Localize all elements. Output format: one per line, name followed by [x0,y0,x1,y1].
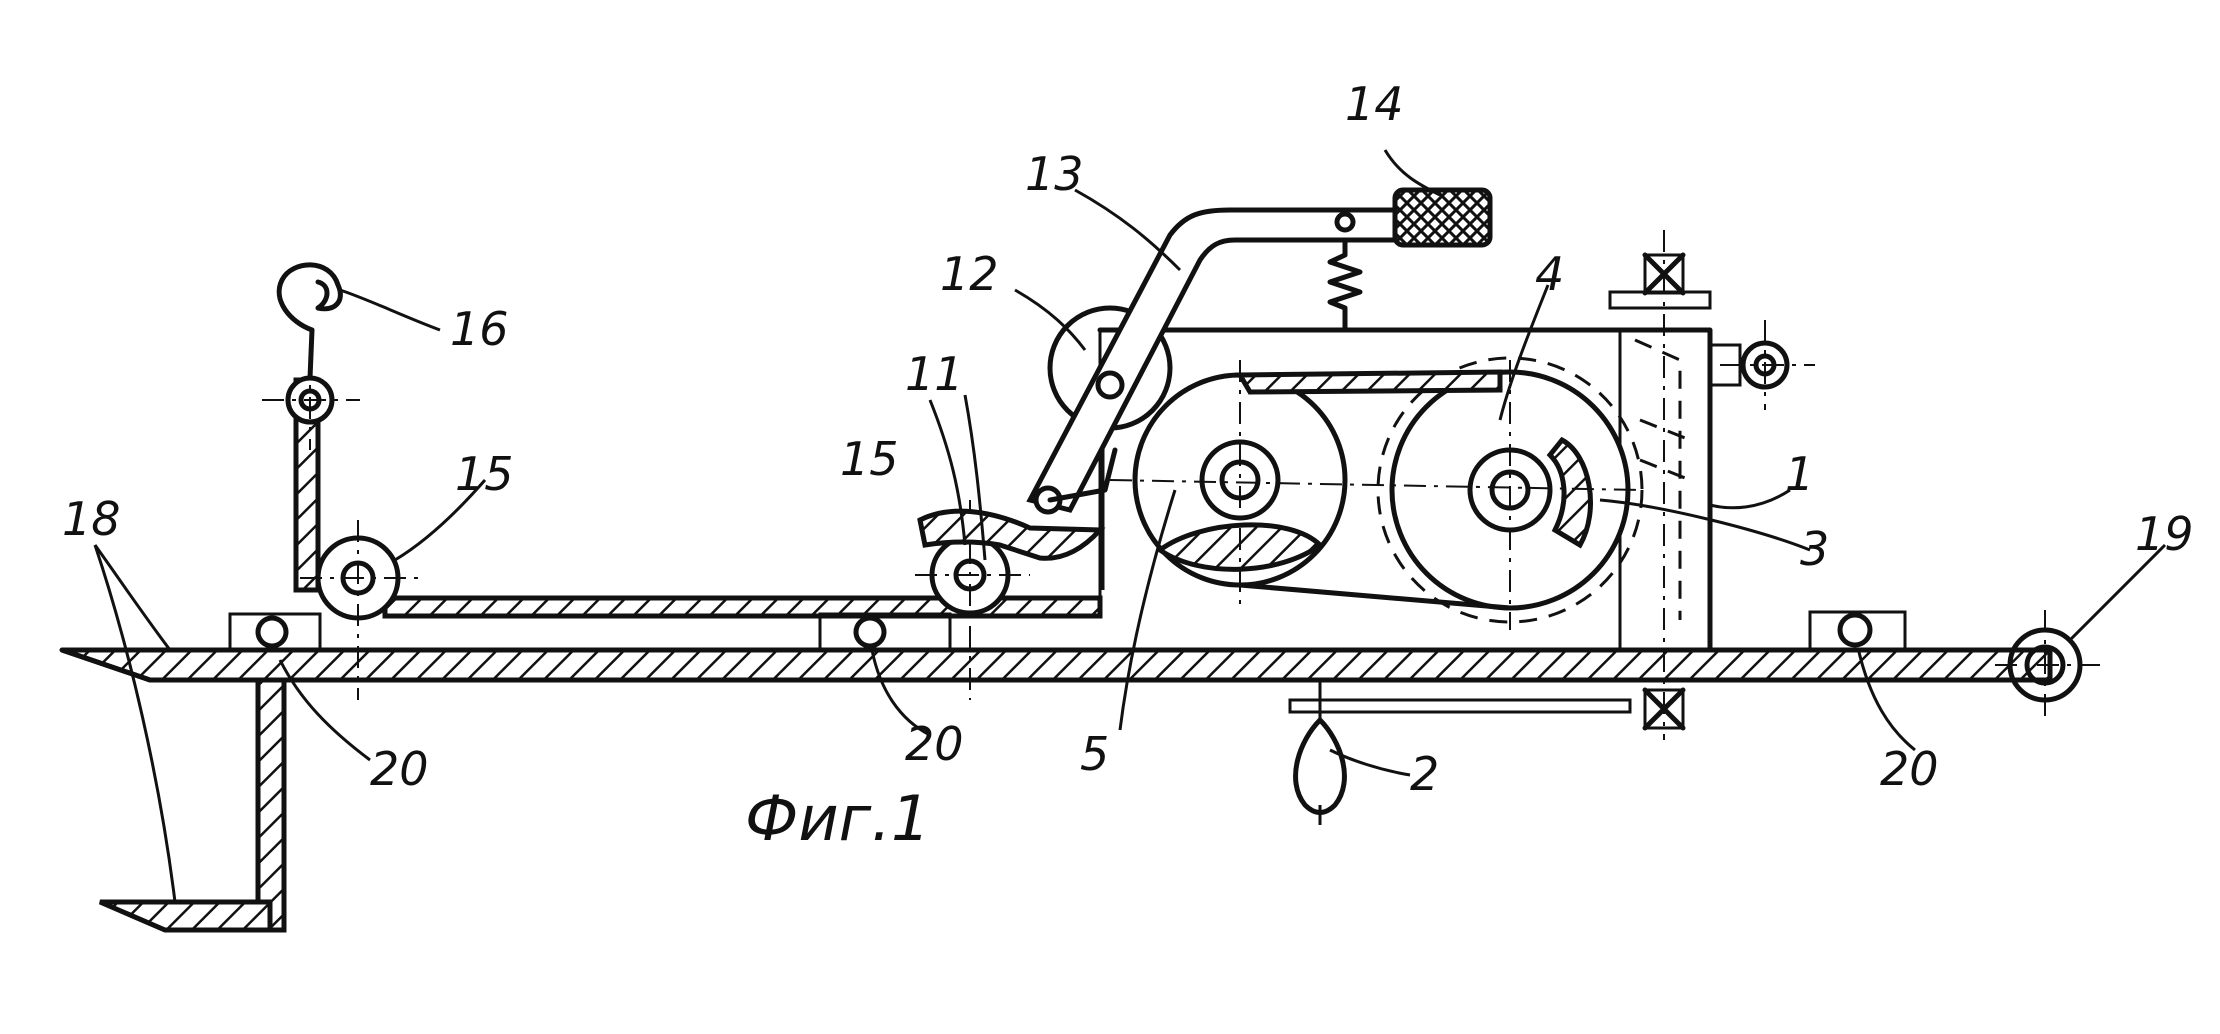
label-11: 11 [905,347,964,401]
hook-post [262,262,360,593]
label-20-right: 20 [1880,742,1939,796]
label-19: 19 [2135,507,2194,561]
label-3: 3 [1800,522,1829,576]
belt [1109,360,1641,630]
reference-labels: 1 2 3 4 5 11 12 13 14 15 15 16 18 19 20 … [62,77,2194,855]
label-12: 12 [940,247,999,301]
label-14: 14 [1345,77,1404,131]
label-16: 16 [450,302,509,356]
label-4: 4 [1535,247,1564,301]
label-20-middle: 20 [905,717,964,771]
handle-2 [1288,680,1632,825]
lever-13 [1026,187,1493,590]
label-2: 2 [1410,747,1439,801]
label-15-right: 15 [840,432,899,486]
label-20-left: 20 [370,742,429,796]
label-15-left: 15 [455,447,514,501]
base-frame [59,595,2053,933]
label-13: 13 [1025,147,1084,201]
lever-plate [917,508,1106,561]
end-roller [1995,610,2100,720]
label-5: 5 [1080,727,1109,781]
figure-caption: Фиг.1 [745,782,930,855]
label-18: 18 [62,492,121,546]
leader-lines [93,149,2167,903]
housing [1097,230,1815,740]
label-1: 1 [1785,447,1814,501]
